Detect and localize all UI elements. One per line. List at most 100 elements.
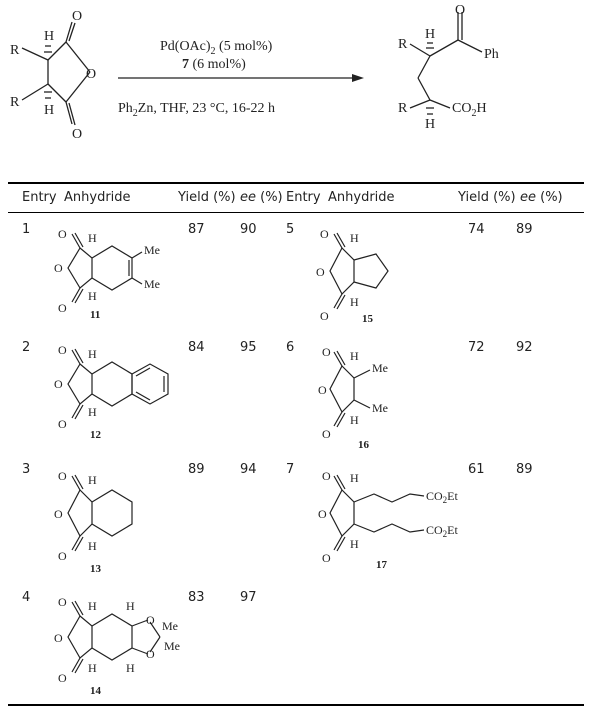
ee-value: 97: [240, 590, 257, 605]
svg-text:H: H: [88, 231, 97, 245]
r-label: R: [10, 43, 20, 58]
svg-text:H: H: [350, 471, 359, 485]
svg-text:O: O: [316, 265, 325, 279]
svg-text:O: O: [54, 261, 63, 275]
svg-text:11: 11: [90, 309, 100, 320]
svg-text:17: 17: [376, 559, 388, 571]
svg-text:Me: Me: [372, 401, 388, 415]
co2h-label: CO2H: [452, 101, 487, 119]
svg-text:H: H: [88, 405, 97, 419]
svg-text:O: O: [58, 227, 67, 241]
svg-text:14: 14: [90, 685, 102, 697]
svg-text:O: O: [320, 227, 329, 241]
entry-number: 7: [286, 462, 295, 477]
ee-value: 89: [516, 222, 533, 237]
r-label: R: [10, 95, 20, 110]
svg-text:O: O: [58, 549, 67, 563]
structure-17: O O O H H CO2Et CO2Et 17: [318, 466, 498, 581]
h-label: H: [44, 29, 54, 44]
header-yield: Yield (%): [458, 190, 516, 205]
svg-text:O: O: [58, 301, 67, 315]
yield-value: 89: [188, 462, 205, 477]
yield-value: 74: [468, 222, 485, 237]
svg-text:H: H: [350, 231, 359, 245]
svg-text:H: H: [88, 599, 97, 613]
svg-text:CO2Et: CO2Et: [426, 523, 459, 539]
ligand-text: 7 (6 mol%): [182, 57, 246, 72]
svg-text:O: O: [54, 507, 63, 521]
catalyst-text: Pd(OAc)2 (5 mol%): [160, 39, 273, 57]
h-label: H: [44, 103, 54, 118]
ph-label: Ph: [484, 47, 499, 62]
svg-text:H: H: [88, 539, 97, 553]
svg-text:H: H: [88, 347, 97, 361]
svg-text:O: O: [146, 647, 155, 661]
table-bottom-rule: [8, 704, 584, 706]
yield-value: 84: [188, 340, 205, 355]
h-label: H: [425, 117, 435, 132]
svg-text:O: O: [58, 343, 67, 357]
svg-text:O: O: [318, 383, 327, 397]
ee-value: 92: [516, 340, 533, 355]
svg-text:O: O: [322, 469, 331, 483]
svg-text:13: 13: [90, 563, 102, 574]
svg-text:H: H: [126, 599, 135, 613]
svg-text:O: O: [322, 551, 331, 565]
svg-text:12: 12: [90, 429, 102, 440]
svg-text:Me: Me: [144, 277, 160, 291]
yield-value: 72: [468, 340, 485, 355]
svg-text:H: H: [126, 661, 135, 675]
svg-text:Me: Me: [144, 243, 160, 257]
header-yield: Yield (%): [178, 190, 236, 205]
svg-text:H: H: [88, 473, 97, 487]
svg-text:O: O: [54, 377, 63, 391]
entry-number: 6: [286, 340, 295, 355]
svg-text:Me: Me: [372, 361, 388, 375]
svg-text:O: O: [322, 427, 331, 441]
conditions-text: Ph2Zn, THF, 23 °C, 16-22 h: [118, 101, 275, 119]
entry-number: 3: [22, 462, 31, 477]
svg-text:Me: Me: [164, 639, 180, 653]
svg-text:O: O: [58, 417, 67, 431]
svg-text:H: H: [350, 295, 359, 309]
o-label: O: [72, 9, 82, 24]
svg-text:H: H: [350, 349, 359, 363]
svg-text:H: H: [350, 413, 359, 427]
svg-text:15: 15: [362, 313, 374, 325]
svg-text:O: O: [58, 469, 67, 483]
h-label: H: [425, 27, 435, 42]
structure-12: O O O H H 12: [50, 340, 170, 445]
r-label: R: [398, 37, 408, 52]
o-label: O: [86, 67, 96, 82]
table-header-rule: [8, 212, 584, 213]
svg-text:O: O: [322, 345, 331, 359]
header-entry: Entry: [286, 190, 321, 205]
header-ee: ee (%): [520, 190, 563, 205]
o-label: O: [72, 127, 82, 142]
yield-value: 87: [188, 222, 205, 237]
ee-value: 90: [240, 222, 257, 237]
reaction-scheme: R R H H O O O R R H H O Ph CO2H Pd(OAc)2…: [10, 3, 499, 142]
header-anhydride: Anhydride: [64, 190, 131, 205]
svg-text:Me: Me: [162, 619, 178, 633]
ee-value: 95: [240, 340, 257, 355]
svg-text:O: O: [146, 613, 155, 627]
header-anhydride: Anhydride: [328, 190, 395, 205]
svg-text:H: H: [350, 537, 359, 551]
svg-text:O: O: [58, 671, 67, 685]
structure-16: O O O H H Me Me 16: [318, 340, 428, 457]
entry-number: 5: [286, 222, 295, 237]
svg-text:O: O: [318, 507, 327, 521]
svg-text:O: O: [58, 595, 67, 609]
table-top-rule: [8, 182, 584, 184]
ee-value: 94: [240, 462, 257, 477]
entry-number: 1: [22, 222, 31, 237]
svg-text:O: O: [54, 631, 63, 645]
svg-text:CO2Et: CO2Et: [426, 489, 459, 505]
entry-number: 4: [22, 590, 31, 605]
yield-value: 61: [468, 462, 485, 477]
svg-text:16: 16: [358, 439, 370, 451]
